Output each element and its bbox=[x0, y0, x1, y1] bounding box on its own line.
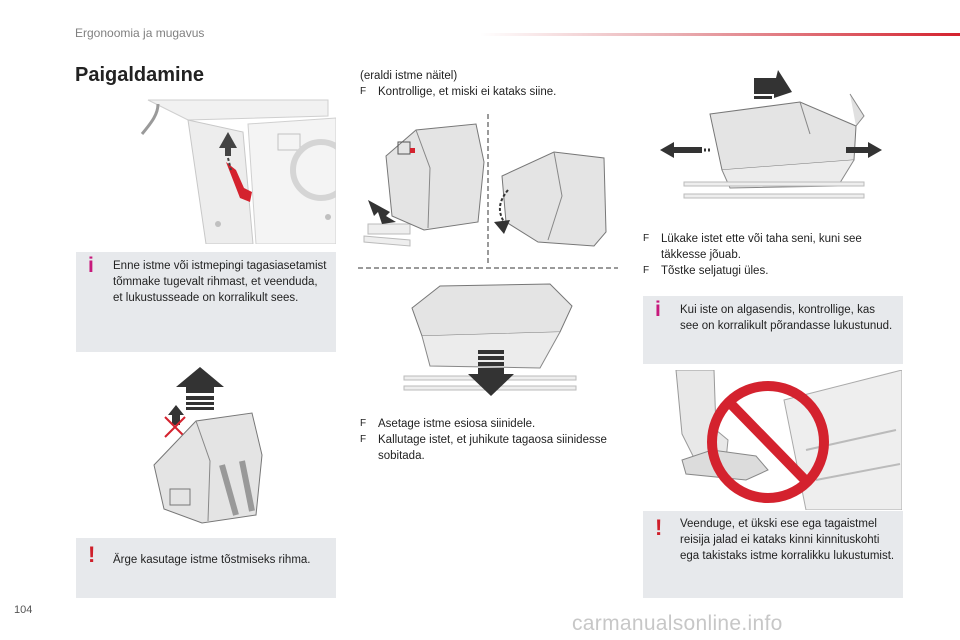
note-text: Kui iste on algasendis, kontrollige, kas… bbox=[680, 304, 893, 332]
section-header: Ergonoomia ja mugavus bbox=[75, 26, 205, 40]
rail-placement-illustration bbox=[358, 114, 618, 269]
step-bullet: F bbox=[360, 86, 367, 97]
step-text: Lükake istet ette või taha seni, kuni se… bbox=[661, 233, 862, 261]
steps-top: F Kontrollige, et miski ei kataks siine. bbox=[360, 84, 620, 100]
feet-warning-note: ! Veenduge, et ükski ese ega tagaistmel … bbox=[643, 511, 903, 598]
step-bullet: F bbox=[360, 418, 367, 429]
step-bullet: F bbox=[360, 434, 367, 445]
position-info-note: i Kui iste on algasendis, kontrollige, k… bbox=[643, 296, 903, 364]
step-text: Kontrollige, et miski ei kataks siine. bbox=[378, 86, 557, 98]
strap-illustration bbox=[140, 99, 336, 244]
steps-middle: F Asetage istme esiosa siinidele. F Kall… bbox=[360, 416, 620, 464]
header-rule bbox=[480, 33, 960, 36]
step-row: F Kontrollige, et miski ei kataks siine. bbox=[360, 84, 620, 100]
note-text: Ärge kasutage istme tõstmiseks rihma. bbox=[113, 554, 311, 566]
step-row: F Tõstke seljatugi üles. bbox=[643, 263, 893, 279]
warning-icon: ! bbox=[88, 542, 96, 567]
step-text: Tõstke seljatugi üles. bbox=[661, 265, 769, 277]
steps-right: F Lükake istet ette või taha seni, kuni … bbox=[643, 231, 893, 279]
info-icon: i bbox=[655, 298, 661, 321]
lift-warning-note: ! Ärge kasutage istme tõstmiseks rihma. bbox=[76, 538, 336, 598]
step-row: F Lükake istet ette või taha seni, kuni … bbox=[643, 231, 893, 263]
info-icon: i bbox=[88, 254, 94, 277]
strap-info-note: i Enne istme või istmepingi tagasiasetam… bbox=[76, 252, 336, 352]
seat-slide-illustration bbox=[660, 70, 882, 199]
step-bullet: F bbox=[643, 265, 650, 276]
page-number: 104 bbox=[14, 604, 33, 616]
step-bullet: F bbox=[643, 233, 650, 244]
page-title: Paigaldamine bbox=[75, 64, 204, 86]
lift-illustration bbox=[153, 367, 263, 524]
note-text: Enne istme või istmepingi tagasiasetamis… bbox=[113, 260, 327, 304]
watermark: carmanualsonline.info bbox=[572, 612, 783, 635]
feet-prohibited-illustration bbox=[675, 370, 902, 510]
step-row: F Kallutage istet, et juhikute tagaosa s… bbox=[360, 432, 620, 464]
step-text: Asetage istme esiosa siinidele. bbox=[378, 418, 536, 430]
step-text: Kallutage istet, et juhikute tagaosa sii… bbox=[378, 434, 607, 462]
seat-lowering-illustration bbox=[403, 283, 577, 396]
note-text: Veenduge, et ükski ese ega tagaistmel re… bbox=[680, 518, 895, 562]
warning-icon: ! bbox=[655, 515, 663, 540]
step-row: F Asetage istme esiosa siinidele. bbox=[360, 416, 620, 432]
intro-text: (eraldi istme näitel) bbox=[360, 70, 458, 82]
